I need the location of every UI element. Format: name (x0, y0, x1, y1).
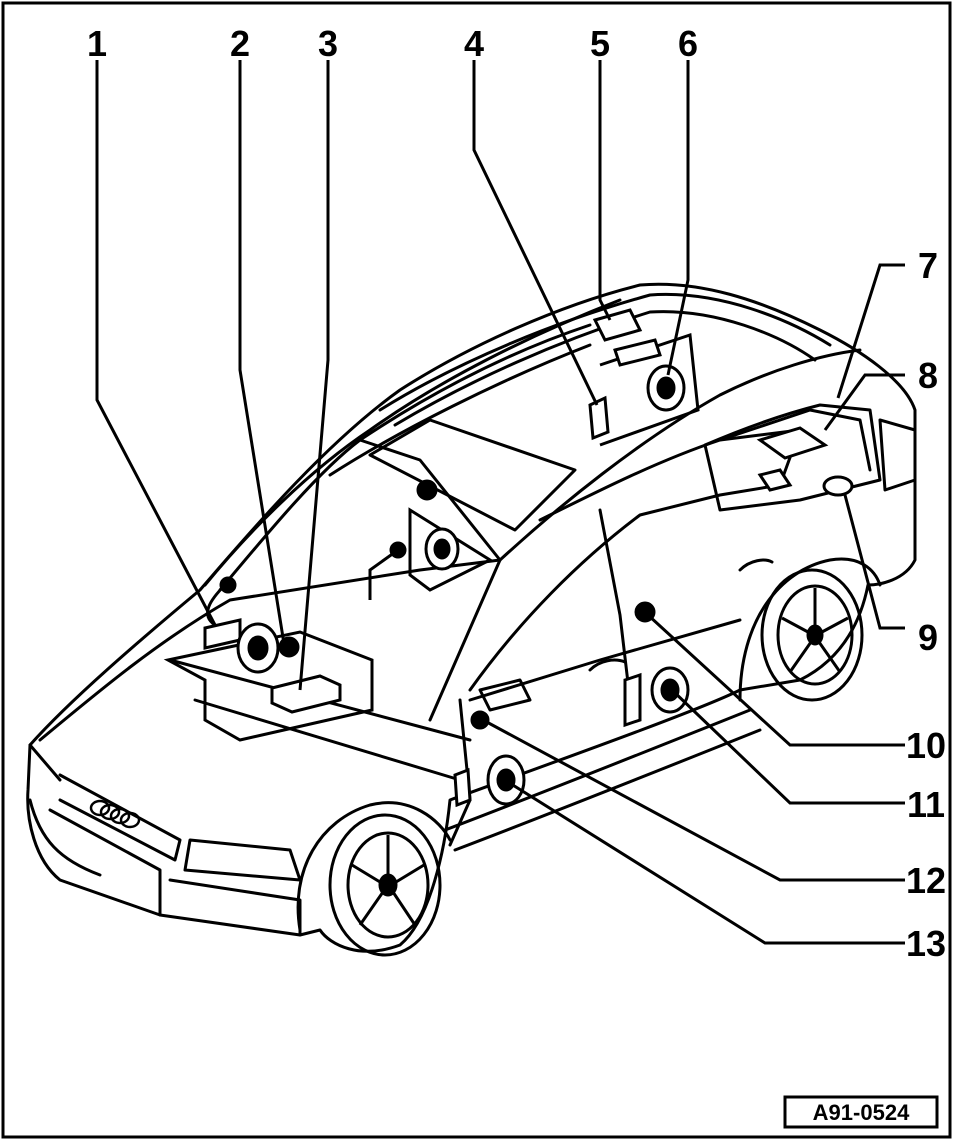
callout-9: 9 (918, 617, 938, 658)
tweeter-bracket (203, 618, 242, 650)
reference-code: A91-0524 (813, 1100, 910, 1125)
reference-box (783, 1095, 939, 1129)
radio-unit (270, 674, 342, 714)
callout-1: 1 (87, 23, 107, 64)
callout-4: 4 (464, 23, 484, 64)
dash-panel (163, 630, 374, 742)
roof-module (588, 395, 610, 441)
callout-13: 13 (906, 923, 946, 964)
callout-5: 5 (590, 23, 610, 64)
brand-rings (89, 799, 141, 829)
callout-2: 2 (230, 23, 250, 64)
audio-components (163, 308, 854, 808)
callout-7: 7 (918, 245, 938, 286)
leader-lines (95, 60, 905, 945)
callout-12: 12 (906, 860, 946, 901)
callout-10: 10 (906, 725, 946, 766)
callout-3: 3 (318, 23, 338, 64)
rear-shelf-panel (408, 507, 494, 592)
rear-wheel (760, 568, 864, 702)
callout-11: 11 (907, 784, 945, 825)
callout-6: 6 (678, 23, 698, 64)
car-outline (26, 282, 917, 953)
front-wheel (328, 813, 442, 957)
callout-8: 8 (918, 355, 938, 396)
